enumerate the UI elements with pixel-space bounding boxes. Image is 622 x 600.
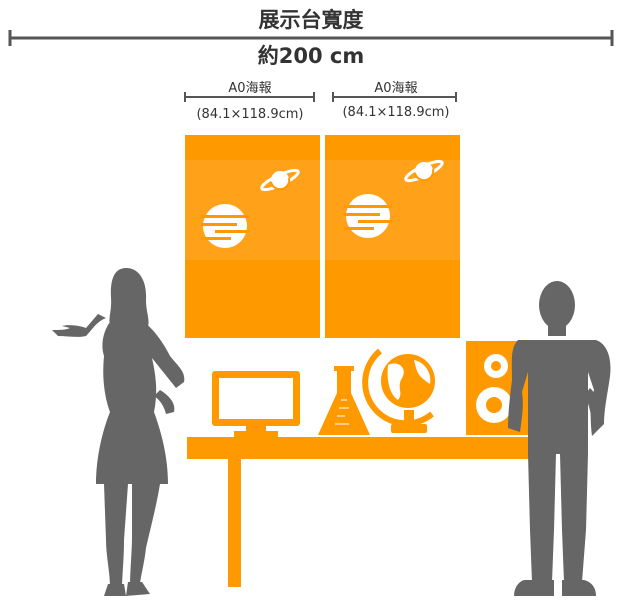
woman-silhouette <box>52 268 185 596</box>
display-table <box>187 437 535 587</box>
poster-1-size: (84.1×118.9cm) <box>196 107 304 122</box>
poster-1 <box>185 135 320 338</box>
width-dimension-line <box>8 30 614 46</box>
poster1-dimension-line <box>184 92 315 102</box>
display-width-title: 展示台寬度 <box>258 8 364 32</box>
poster-1-label: A0海報 <box>228 81 272 96</box>
display-width-value: 約200 cm <box>257 44 365 68</box>
flask-icon <box>318 366 370 435</box>
poster-2-label: A0海報 <box>374 81 418 96</box>
jupiter-icon <box>201 204 249 248</box>
saturn-icon <box>260 168 300 192</box>
poster2-dimension-line <box>332 92 457 102</box>
jupiter-icon <box>344 194 392 238</box>
saturn-icon <box>404 159 444 183</box>
poster-2-size: (84.1×118.9cm) <box>342 105 450 120</box>
globe-icon <box>362 348 435 433</box>
monitor-icon <box>212 371 300 437</box>
poster-2 <box>325 135 460 338</box>
man-silhouette <box>508 281 611 596</box>
